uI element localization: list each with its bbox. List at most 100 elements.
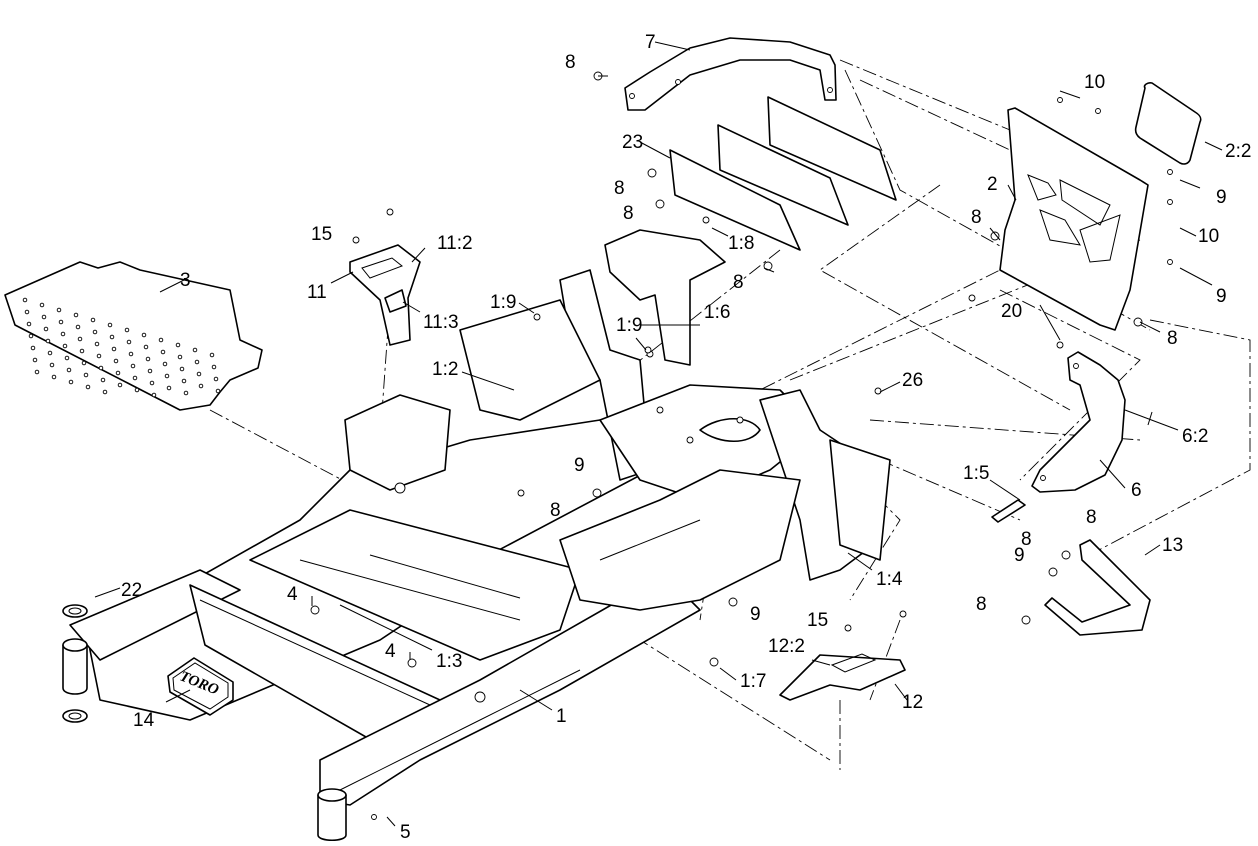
perforation-hole xyxy=(132,375,138,381)
perforation-hole xyxy=(77,336,83,342)
perforation-hole xyxy=(209,352,215,358)
rear-guard-part-13 xyxy=(1021,539,1151,636)
label-8-g: 8 xyxy=(550,500,561,521)
label-11-2: 11:2 xyxy=(437,233,473,254)
perforation-hole xyxy=(90,317,96,323)
arched-cover-part-7 xyxy=(593,37,837,111)
perforation-hole xyxy=(211,364,217,370)
label-10-a: 10 xyxy=(1084,72,1105,93)
label-12: 12 xyxy=(902,692,923,713)
label-1-9-lower: 1:9 xyxy=(616,315,642,336)
perforation-hole xyxy=(183,390,189,396)
perforation-hole xyxy=(160,349,166,355)
label-4-right: 4 xyxy=(385,641,396,662)
perforation-hole xyxy=(41,314,47,320)
side-plates-part-23 xyxy=(647,96,897,271)
perforation-hole xyxy=(30,345,36,351)
perforation-hole xyxy=(85,384,91,390)
perforation-hole xyxy=(64,355,70,361)
perforation-hole xyxy=(43,326,49,332)
perforation-hole xyxy=(179,366,185,372)
perforation-hole xyxy=(62,343,68,349)
perforation-hole xyxy=(79,348,85,354)
perforation-hole xyxy=(66,367,72,373)
perforation-hole xyxy=(113,358,119,364)
perforation-hole xyxy=(47,350,53,356)
label-26: 26 xyxy=(902,370,923,391)
label-8-a: 8 xyxy=(565,52,576,73)
main-frame-part-1 xyxy=(69,269,891,842)
label-1-9-upper: 1:9 xyxy=(490,292,516,313)
decal-part-2-2 xyxy=(1134,82,1202,165)
callout-labels: 1 1:2 1:3 1:4 1:5 1:6 1:7 1:8 1:9 1:9 2 … xyxy=(121,32,1251,843)
label-11: 11 xyxy=(307,282,327,303)
perforation-hole xyxy=(141,332,147,338)
perforation-hole xyxy=(56,307,62,313)
perforation-hole xyxy=(28,333,34,339)
label-9-a: 9 xyxy=(574,455,585,476)
leader-lines xyxy=(94,41,1223,827)
label-9-c: 9 xyxy=(1014,545,1025,566)
perforation-hole xyxy=(107,322,113,328)
label-23: 23 xyxy=(622,132,643,153)
perforation-hole xyxy=(130,363,136,369)
label-1-2: 1:2 xyxy=(432,359,458,380)
perforation-hole xyxy=(213,376,219,382)
toro-logo-decal-part-14: TORO xyxy=(167,657,234,716)
label-9-d: 9 xyxy=(1216,187,1227,208)
perforation-hole xyxy=(192,347,198,353)
label-1: 1 xyxy=(556,706,567,727)
perforation-hole xyxy=(73,312,79,318)
perforation-hole xyxy=(94,341,100,347)
label-1-3: 1:3 xyxy=(436,651,462,672)
perforation-hole xyxy=(151,392,157,398)
perforated-panel-part-3 xyxy=(4,261,263,411)
perforation-hole xyxy=(196,371,202,377)
perforation-hole xyxy=(198,383,204,389)
caster-spindle-part-22 xyxy=(62,604,88,723)
perforation-hole xyxy=(126,339,132,345)
perforation-hole xyxy=(26,321,32,327)
label-8-j: 8 xyxy=(976,594,987,615)
label-7: 7 xyxy=(645,32,656,53)
label-9-e: 9 xyxy=(1216,286,1227,307)
label-2: 2 xyxy=(987,174,998,195)
right-bracket-part-6 xyxy=(1031,351,1126,493)
perforation-hole xyxy=(181,378,187,384)
perforation-hole xyxy=(98,365,104,371)
perforation-hole xyxy=(115,370,121,376)
label-8-i: 8 xyxy=(1021,529,1032,550)
label-20: 20 xyxy=(1001,301,1022,322)
perforation-hole xyxy=(166,385,172,391)
hardware-fasteners xyxy=(310,313,882,820)
perforation-hole xyxy=(81,360,87,366)
perforation-hole xyxy=(34,369,40,375)
perforation-hole xyxy=(128,351,134,357)
mounting-bracket-part-1-6 xyxy=(604,216,726,366)
plate-part-12 xyxy=(779,610,907,701)
label-22: 22 xyxy=(121,580,142,601)
washer-part-20 xyxy=(968,294,1064,349)
perforation-hole xyxy=(147,368,153,374)
perforation-hole xyxy=(60,331,66,337)
perforation-hole xyxy=(92,329,98,335)
perforation-hole xyxy=(39,302,45,308)
label-8-d: 8 xyxy=(733,272,744,293)
perforation-hole xyxy=(177,354,183,360)
label-8-b: 8 xyxy=(614,178,625,199)
label-1-8: 1:8 xyxy=(728,233,754,254)
plate-part-1-5 xyxy=(991,499,1026,523)
perforation-hole xyxy=(51,374,57,380)
label-11-3: 11:3 xyxy=(423,312,459,333)
label-12-2: 12:2 xyxy=(768,636,805,657)
perforation-hole xyxy=(24,309,30,315)
label-8-f: 8 xyxy=(1167,328,1178,349)
perforation-hole xyxy=(68,379,74,385)
label-3: 3 xyxy=(180,270,191,291)
perforation-hole xyxy=(96,353,102,359)
label-8-c: 8 xyxy=(623,203,634,224)
label-1-6: 1:6 xyxy=(704,302,730,323)
perforation-hole xyxy=(45,338,51,344)
side-shield-part-2 xyxy=(990,97,1173,331)
perforation-hole xyxy=(164,373,170,379)
